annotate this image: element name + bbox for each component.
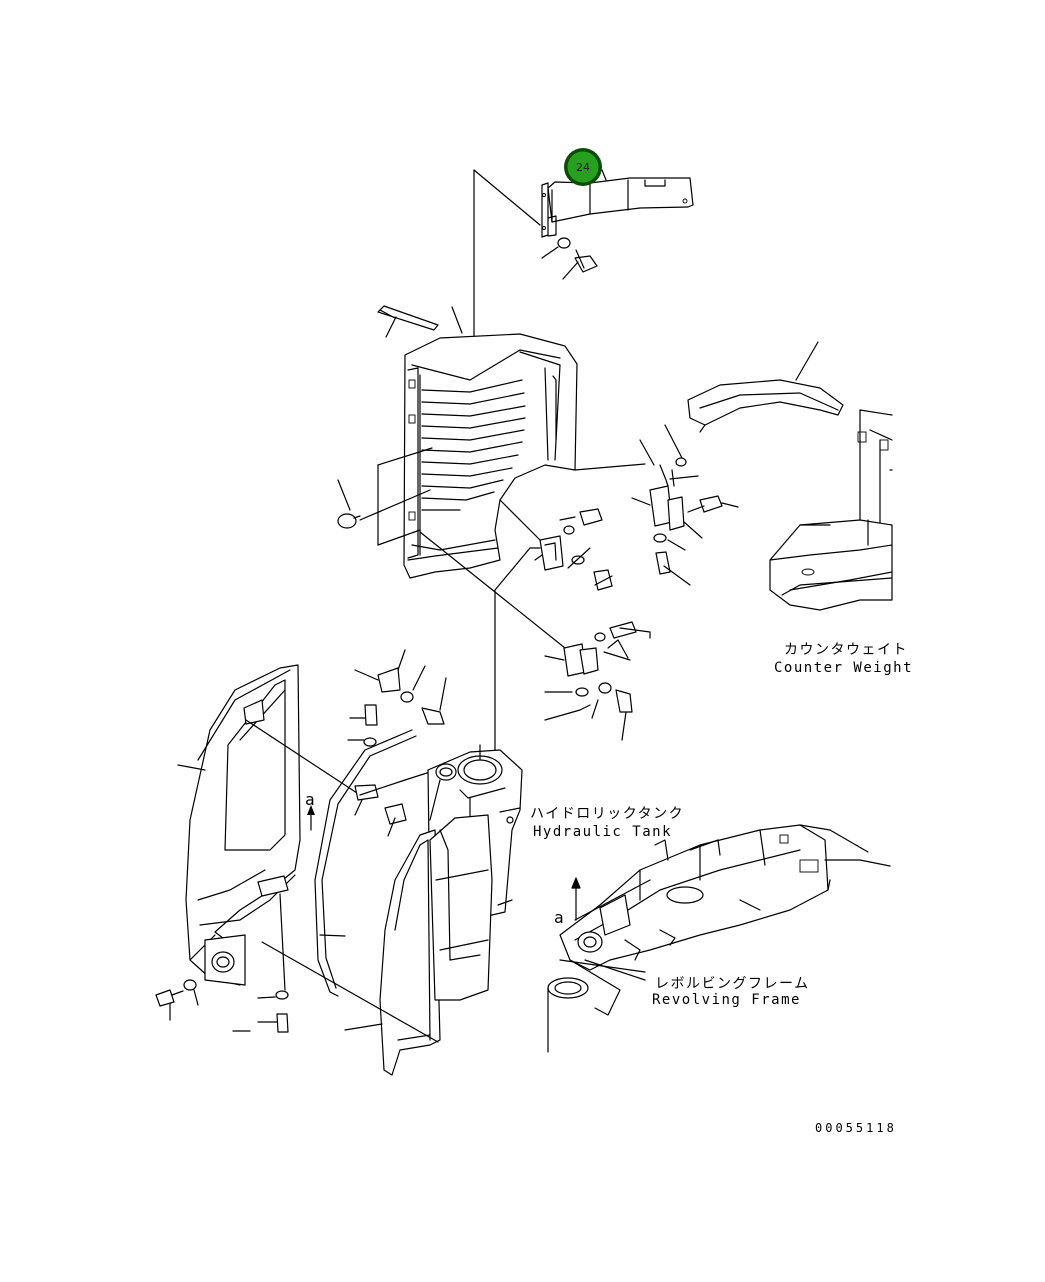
counterweight-label-en: Counter Weight <box>774 660 913 676</box>
view-arrow-door <box>307 805 315 831</box>
view-marker-a-frame: a <box>554 908 565 927</box>
callout-24[interactable]: 24 <box>564 148 602 186</box>
tank-side-cover <box>261 814 493 1076</box>
revolving-frame-label-en: Revolving Frame <box>652 992 801 1008</box>
top-cover-part <box>473 169 694 396</box>
drawing-number: 00055118 <box>815 1121 897 1135</box>
revolving-frame <box>547 824 891 1053</box>
grille-cover <box>337 305 646 579</box>
hinge-lower <box>419 531 651 741</box>
hinge-center <box>494 499 613 781</box>
callout-24-fill <box>567 151 599 183</box>
counterweight-assembly <box>687 341 893 611</box>
hydraulic-tank-label-en: Hydraulic Tank <box>533 824 672 840</box>
hinge-upper-right <box>631 424 739 586</box>
hydraulic-tank-label-jp: ハイドロリックタンク <box>530 806 684 822</box>
center-brackets <box>347 649 447 837</box>
counterweight-label-jp: カウンタウェイト <box>784 642 908 658</box>
door-seal-strip <box>314 729 417 997</box>
revolving-frame-label-jp: レボルビングフレーム <box>655 976 810 992</box>
view-marker-a-door: a <box>305 790 316 809</box>
left-side-door <box>155 664 361 1033</box>
callout-24-number: 24 <box>576 161 590 174</box>
